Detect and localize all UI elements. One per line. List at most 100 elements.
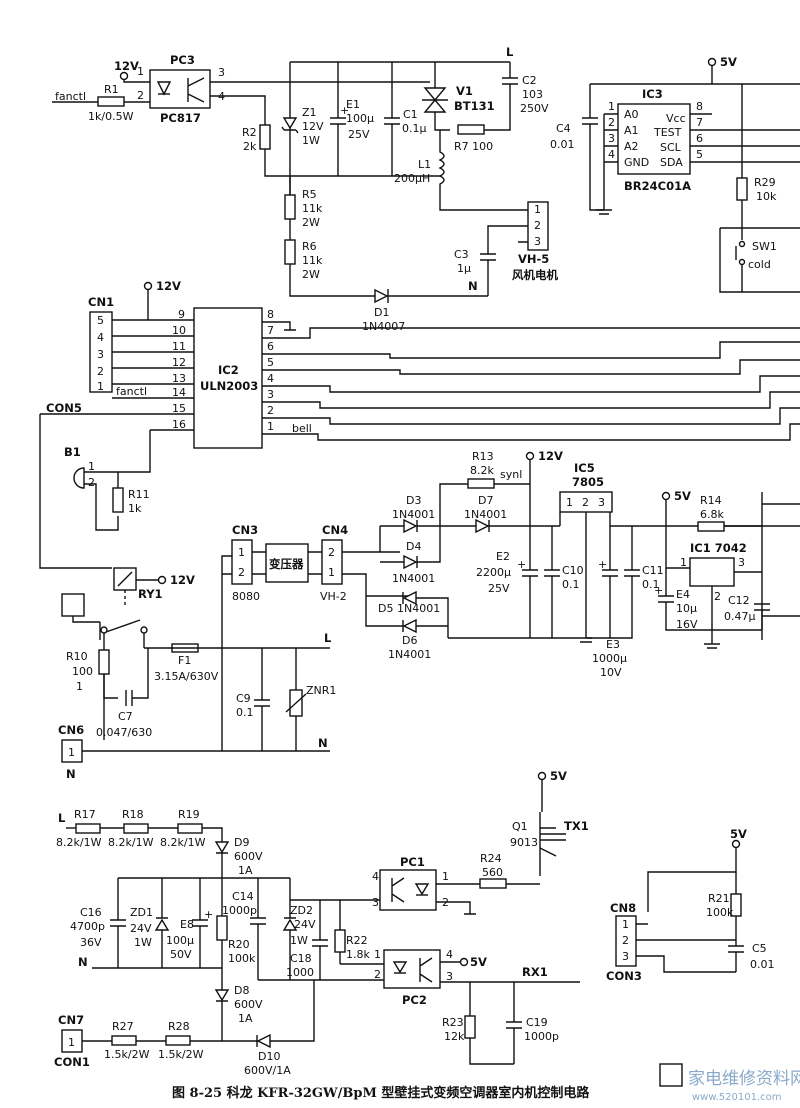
r10-label: R10 [66,650,88,663]
ic1-pin3: 3 [738,556,745,569]
cn1-pin4: 4 [97,331,104,344]
eeprom-section: 5V IC3 A0 A1 A2 GND Vcc TEST SCL SDA BR2… [550,55,800,293]
d7-part: 1N4001 [464,508,507,521]
c19-label: C19 [526,1016,548,1029]
b1-pin1: 1 [88,460,95,473]
ic1-reset [689,557,735,587]
pc1-optocoupler [379,869,437,911]
ic2-pin9: 9 [178,308,185,321]
ic3-a0: A0 [624,108,639,121]
l1-label: L1 [418,158,431,171]
cn3-part: 8080 [232,590,260,603]
c3-label: C3 [454,248,469,261]
cn3-pin2: 2 [238,566,245,579]
driver-fanctl-label: fanctl [116,385,147,398]
ic2-pin16: 16 [172,418,186,431]
ic3-a1: A1 [624,124,639,137]
pc3-optocoupler [149,69,211,109]
r18-resistor [123,823,149,834]
ic2-pin15: 15 [172,402,186,415]
cn1-pin5: 5 [97,314,104,327]
r10-power: 1 [76,680,83,693]
pc2-pin3: 3 [446,970,453,983]
r11-label: R11 [128,488,150,501]
r24-value: 560 [482,866,503,879]
e3-capacitance: 1000µ [592,652,627,665]
vh5-pin3: 3 [534,235,541,248]
r22-label: R22 [346,934,368,947]
r5-power: 2W [302,216,320,229]
r11-resistor [112,487,124,513]
e8-capacitance: 100µ [166,934,194,947]
fanctl-label: fanctl [55,90,86,103]
c18-value: 1000 [286,966,314,979]
r10-resistor [98,649,110,675]
cn3-label: CN3 [232,523,258,537]
r22-value: 1.8k [346,948,370,961]
r13-value: 8.2k [470,464,494,477]
e2-voltage: 25V [488,582,510,595]
pc3-label: PC3 [170,53,195,67]
c4-label: C4 [556,122,571,135]
d3-label: D3 [406,494,421,507]
r6-label: R6 [302,240,317,253]
v1-label: V1 [456,84,473,98]
r27-value: 1.5k/2W [104,1048,150,1061]
r18-label: R18 [122,808,144,821]
ic2-pin12: 12 [172,356,186,369]
power-n-label: N [318,736,328,750]
ic2-rpin6: 6 [267,340,274,353]
c10-value: 0.1 [562,578,580,591]
ic2-part: ULN2003 [200,379,258,393]
d1-label: D1 [374,306,389,319]
cn4-pin2: 2 [328,546,335,559]
r27-resistor [111,1035,137,1046]
e2-capacitance: 2200µ [476,566,511,579]
r21-value: 100k [706,906,734,919]
ic5-pin3: 3 [598,496,605,509]
cn6-pin: 1 [68,746,75,759]
r23-resistor [464,1015,476,1039]
r20-value: 100k [228,952,256,965]
fan-v12-label: 12V [114,59,139,73]
synl-label: synl [500,468,522,481]
pc2-v5-label: 5V [470,955,487,969]
cn1-pin2: 2 [97,365,104,378]
cn8-connector [615,915,637,967]
d7-label: D7 [478,494,493,507]
fan-l-label: L [506,45,514,59]
c9-value: 0.1 [236,706,254,719]
d8-label: D8 [234,984,249,997]
ic2-rpin5: 5 [267,356,274,369]
transformer [265,543,309,583]
e3-label: E3 [606,638,620,651]
pc1-pin4: 4 [372,870,379,883]
c5-value: 0.01 [750,958,775,971]
r29-resistor [736,177,748,201]
r7-resistor [457,124,485,135]
r1-label: R1 [104,83,119,96]
v12-terminal [119,71,129,81]
d9-voltage: 600V [234,850,263,863]
d9-label: D9 [234,836,249,849]
ic2-pin10: 10 [172,324,186,337]
d10-value: 600V/1A [244,1064,291,1077]
r17-value: 8.2k/1W [56,836,102,849]
r5-resistance: 11k [302,202,323,215]
e4-voltage: 16V [676,618,698,631]
svg-text:+: + [517,558,526,571]
con1-label: CON1 [54,1055,90,1069]
ic3-pin4: 4 [608,148,615,161]
r2-value: 2k [243,140,257,153]
rx1-label: RX1 [522,965,548,979]
svg-text:+: + [204,908,213,921]
r21-label: R21 [708,892,730,905]
z1-power: 1W [302,134,320,147]
r24-label: R24 [480,852,502,865]
cn3-connector [231,539,253,585]
cn8-pin2: 2 [622,934,629,947]
c9-label: C9 [236,692,251,705]
r5-label: R5 [302,188,317,201]
pc3-pin2: 2 [137,89,144,102]
r18-value: 8.2k/1W [108,836,154,849]
